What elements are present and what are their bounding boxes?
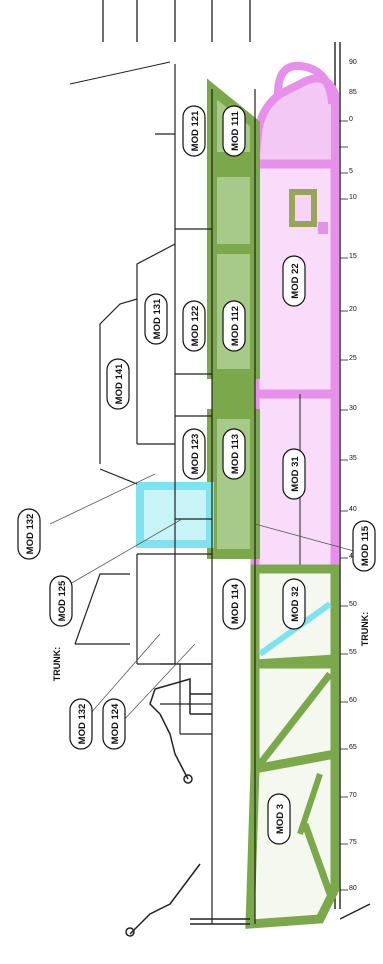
svg-text:MOD 131: MOD 131 [152, 298, 163, 339]
svg-text:MOD 22: MOD 22 [290, 263, 301, 298]
svg-text:MOD 124: MOD 124 [110, 703, 121, 744]
callouts: MOD 132 MOD 125 MOD 132 MOD 124 MOD 115 … [17, 473, 376, 750]
deck-guide-lines [102, 0, 251, 42]
label-mod-31: MOD 31 [282, 448, 306, 500]
label-mod-113: MOD 113 [222, 428, 246, 480]
olive-box [289, 189, 317, 227]
frame-scale: 0 5 10 15 20 25 30 35 40 45 50 55 60 65 … [338, 59, 357, 892]
label-mod-123: MOD 123 [182, 428, 206, 480]
frame-num-90: 90 [349, 59, 357, 66]
frame-num-35: 35 [349, 455, 357, 462]
label-mod-122: MOD 122 [182, 300, 206, 352]
frame-num-55: 55 [349, 649, 357, 656]
label-mod-stern: MOD 3 [267, 793, 291, 845]
svg-text:MOD 141: MOD 141 [114, 363, 125, 404]
label-mod-141: MOD 141 [106, 358, 130, 410]
callout-mod-132-bottom: MOD 132 [69, 698, 93, 750]
frame-num-25: 25 [349, 355, 357, 362]
callout-mod-115: MOD 115 [352, 520, 376, 572]
svg-text:MOD 31: MOD 31 [290, 456, 301, 492]
frame-num-80: 80 [349, 885, 357, 892]
svg-text:MOD 132: MOD 132 [25, 514, 36, 555]
module-labels: MOD 111 MOD 121 MOD 112 MOD 122 MOD 131 … [106, 105, 306, 845]
label-mod-22: MOD 22 [282, 255, 306, 307]
callout-mod-132-top: MOD 132 [17, 508, 41, 560]
callout-mod-125: MOD 125 [49, 575, 73, 627]
frame-num-60: 60 [349, 697, 357, 704]
frame-num-40: 40 [349, 506, 357, 513]
label-mod-111: MOD 111 [222, 105, 246, 157]
frame-num-50: 50 [349, 601, 357, 608]
crane-aft [149, 678, 212, 784]
frame-num-85: 85 [349, 89, 357, 96]
callout-mod-124: MOD 124 [102, 698, 126, 750]
svg-text:MOD 32: MOD 32 [290, 586, 301, 621]
label-mod-131: MOD 131 [144, 293, 168, 345]
svg-text:MOD 111: MOD 111 [230, 110, 241, 150]
frame-num-15: 15 [349, 253, 357, 260]
svg-text:MOD 115: MOD 115 [360, 525, 371, 566]
svg-text:MOD 121: MOD 121 [190, 110, 201, 151]
frame-num-75: 75 [349, 839, 357, 846]
frame-num-5: 5 [349, 168, 353, 175]
frame-num-65: 65 [349, 744, 357, 751]
frame-num-70: 70 [349, 792, 357, 799]
svg-text:MOD 3: MOD 3 [275, 804, 286, 834]
frame-num-30: 30 [349, 405, 357, 412]
label-mod-121: MOD 121 [182, 105, 206, 157]
trunk-label-right: TRUNK: [360, 612, 370, 647]
frame-num-10: 10 [349, 194, 357, 201]
mod-stern-block-b [245, 748, 340, 929]
label-mod-114: MOD 114 [222, 578, 246, 630]
svg-text:MOD 114: MOD 114 [230, 583, 241, 624]
svg-text:MOD 123: MOD 123 [190, 434, 201, 475]
svg-text:MOD 132: MOD 132 [77, 704, 88, 745]
svg-text:MOD 113: MOD 113 [230, 434, 241, 474]
svg-text:MOD 122: MOD 122 [190, 306, 201, 347]
label-mod-32: MOD 32 [282, 578, 306, 630]
superstructure [69, 61, 256, 924]
trunk-label-left: TRUNK: [52, 647, 62, 682]
crane-stern [125, 863, 250, 937]
svg-text:MOD 112: MOD 112 [230, 306, 241, 346]
svg-text:MOD 125: MOD 125 [57, 580, 68, 621]
label-mod-112: MOD 112 [222, 300, 246, 352]
bow-module [250, 74, 339, 168]
frame-num-20: 20 [349, 306, 357, 313]
frame-num-0: 0 [349, 116, 353, 123]
